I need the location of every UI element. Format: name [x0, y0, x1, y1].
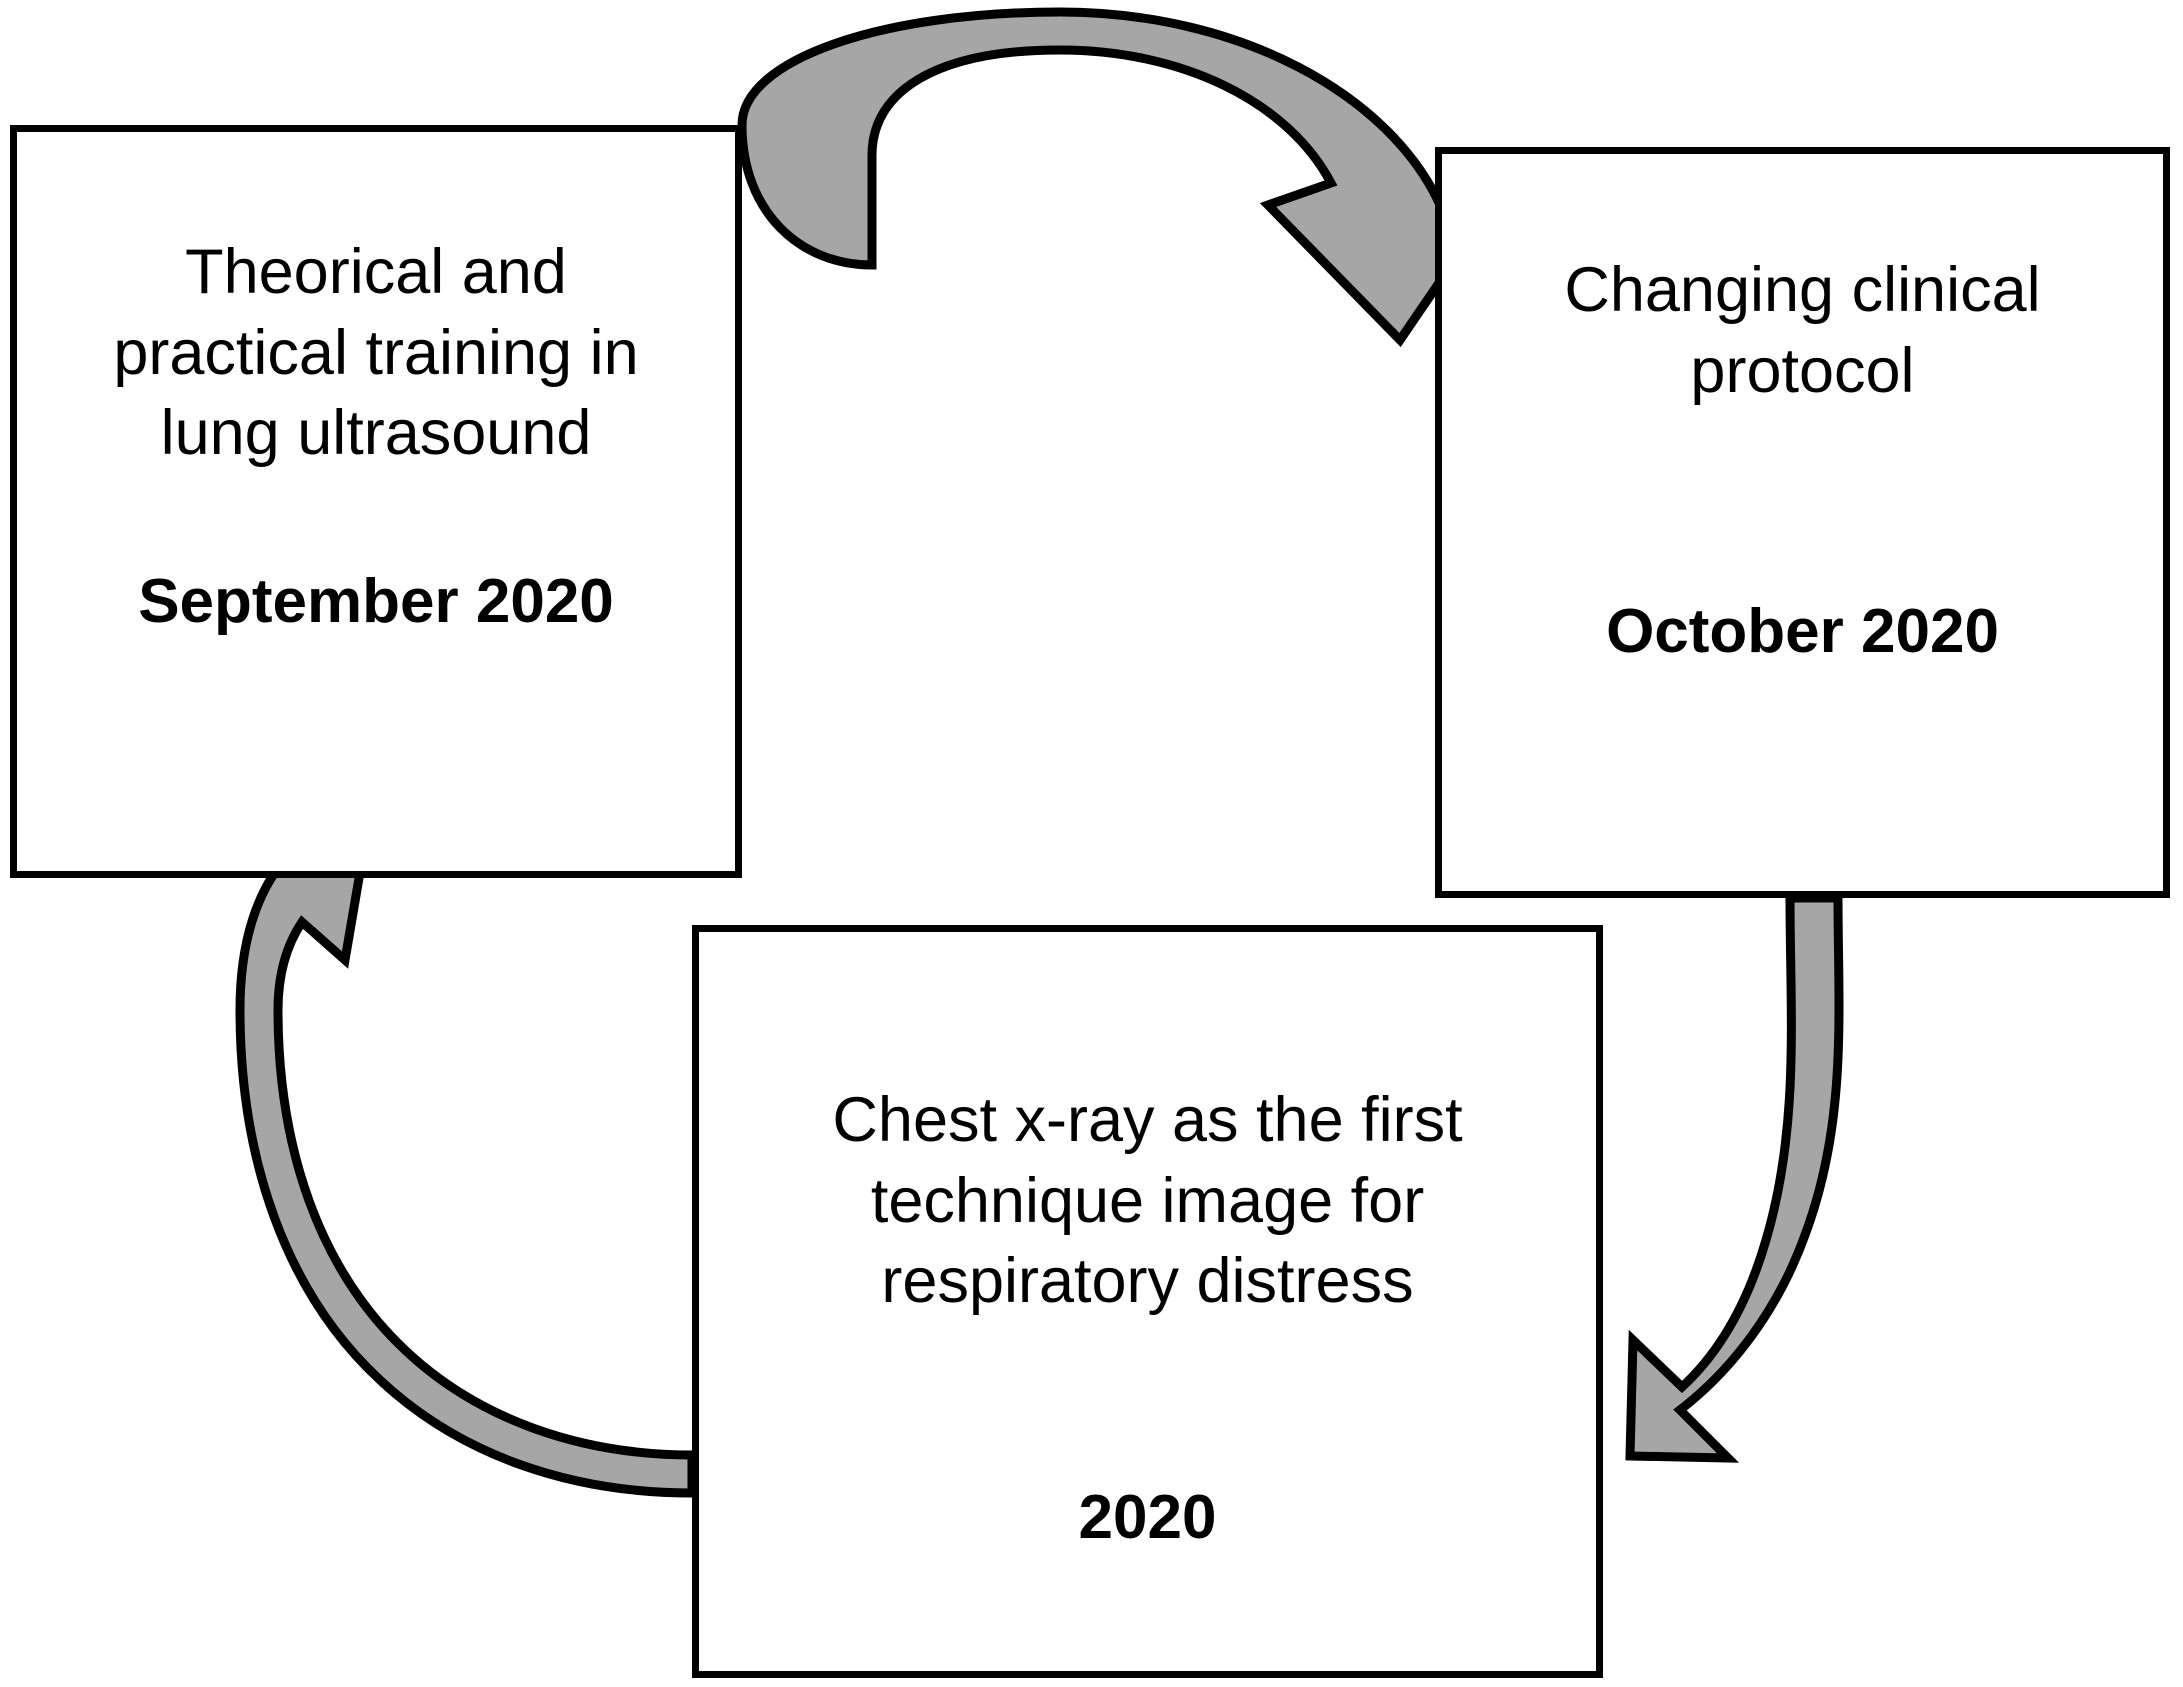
node-box-protocol[interactable]: Changing clinical protocol October 2020 — [1435, 147, 2170, 898]
node-title-training: Theorical and practical training in lung… — [113, 237, 639, 469]
node-title-protocol: Changing clinical protocol — [1564, 255, 2041, 406]
node-date-training: September 2020 — [138, 566, 614, 636]
node-box-xray[interactable]: Chest x-ray as the first technique image… — [692, 925, 1603, 1678]
node-date-protocol: October 2020 — [1606, 597, 1999, 667]
node-date-xray: 2020 — [1078, 1482, 1217, 1552]
arrow-protocol-to-xray — [1625, 893, 1844, 1463]
arrow-training-to-protocol — [737, 7, 1520, 348]
arrow-xray-to-training — [224, 810, 697, 1498]
node-title-xray: Chest x-ray as the first technique image… — [832, 1085, 1463, 1317]
node-box-training[interactable]: Theorical and practical training in lung… — [10, 125, 742, 878]
